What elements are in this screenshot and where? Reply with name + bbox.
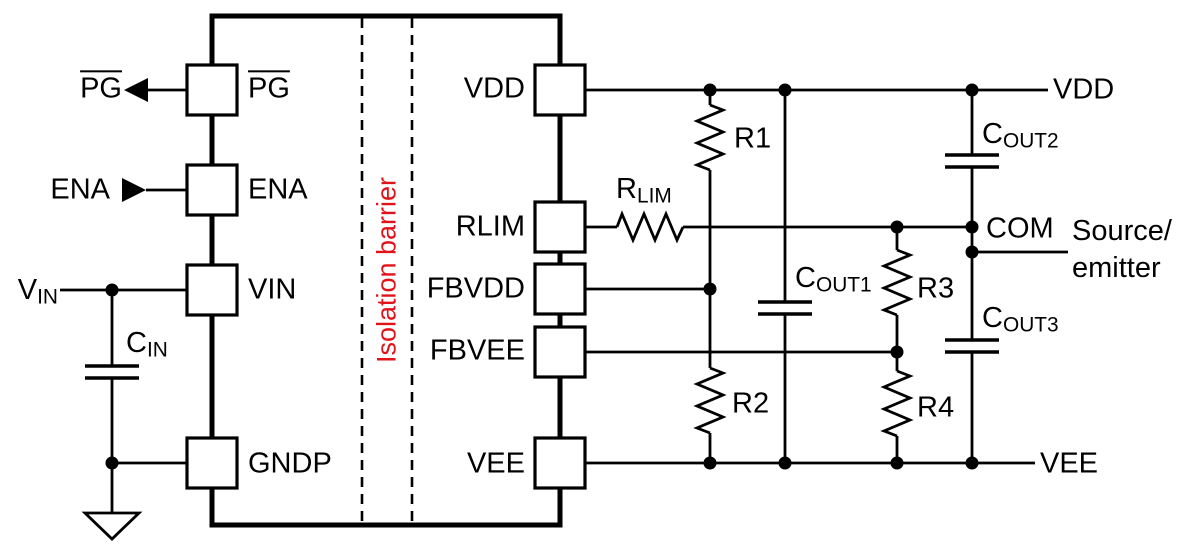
resistor-r3 [880, 248, 914, 317]
junction-dot [105, 283, 119, 297]
cin-label-sub: IN [146, 338, 168, 362]
pin-label-rlim: RLIM [455, 210, 525, 243]
junction-dot [965, 456, 979, 470]
pg-net-label: PG [80, 72, 122, 105]
source-emitter-line1: Source/ [1072, 215, 1172, 247]
primary-side-wiring [60, 88, 187, 513]
vin-net-label: VIN [18, 274, 58, 308]
junction-dots [105, 83, 979, 470]
cout3-label-base: C [982, 301, 1003, 334]
r4-label: R4 [917, 391, 955, 424]
r2-label: R2 [732, 387, 770, 420]
resistors [615, 103, 914, 438]
cout2-label-base: C [982, 117, 1003, 150]
r1-label: R1 [734, 122, 772, 155]
r3-label: R3 [917, 272, 955, 305]
ground-symbol [81, 511, 143, 541]
pin-label-fbvee: FBVEE [429, 334, 525, 367]
pin-box-vee [533, 436, 587, 490]
ena-net-label: ENA [50, 173, 110, 206]
junction-dot [703, 456, 717, 470]
cin-label-base: C [126, 326, 147, 359]
pg-output-arrow-icon [124, 78, 148, 102]
vdd-output-label: VDD [1053, 73, 1115, 106]
cout1-label: COUT1 [795, 262, 872, 296]
pin-label-fbvdd: FBVDD [426, 272, 525, 305]
capacitor-cin [85, 364, 139, 380]
pin-label-ena: ENA [248, 173, 308, 206]
isolation-barrier-label: Isolation barrier [371, 176, 402, 364]
junction-dot [890, 220, 904, 234]
rlim-label-base: R [616, 172, 637, 205]
cout3-label: COUT3 [982, 302, 1059, 336]
cout2-label: COUT2 [982, 118, 1059, 152]
source-emitter-line2: emitter [1072, 252, 1161, 284]
junction-dot [703, 83, 717, 97]
pin-label-vee: VEE [466, 447, 525, 480]
junction-dot [965, 245, 979, 259]
resistor-rlim [615, 210, 685, 244]
junction-dot [890, 456, 904, 470]
ic-body [209, 13, 563, 528]
junction-dot [965, 83, 979, 97]
junction-dot [778, 83, 792, 97]
cout3-label-sub: OUT3 [1002, 313, 1059, 337]
pin-box-fbvee [533, 325, 587, 379]
resistor-r2 [693, 366, 727, 435]
vee-output-label: VEE [1040, 447, 1099, 480]
pin-boxes [185, 63, 587, 490]
junction-dot [890, 345, 904, 359]
cin-label: CIN [126, 327, 168, 361]
rlim-label-sub: LIM [636, 184, 672, 208]
pin-label-gndp: GNDP [248, 447, 332, 480]
vin-net-label-base: V [17, 273, 38, 306]
pin-box-gndp [185, 436, 239, 490]
junction-dot [778, 456, 792, 470]
pin-box-pg [185, 63, 239, 117]
vin-net-label-sub: IN [37, 285, 58, 309]
com-output-label: COM [986, 212, 1054, 245]
pin-box-fbvdd [533, 262, 587, 316]
source-emitter-label: Source/ emitter [1072, 213, 1172, 287]
junction-dot [105, 456, 119, 470]
ic-outline [209, 13, 563, 528]
pin-label-pg: PG [248, 72, 290, 105]
pin-box-vdd [533, 63, 587, 117]
pin-box-ena [185, 163, 239, 217]
resistor-r1 [693, 103, 727, 172]
junction-dot [703, 282, 717, 296]
rlim-component-label: RLIM [616, 173, 672, 207]
pin-box-rlim [533, 200, 587, 254]
pin-box-vin [185, 263, 239, 317]
cout1-label-sub: OUT1 [815, 273, 872, 297]
cout2-label-sub: OUT2 [1002, 129, 1059, 153]
junction-dot [965, 220, 979, 234]
pin-label-vin: VIN [248, 273, 297, 306]
pin-label-vdd: VDD [463, 72, 525, 105]
ena-input-arrow-icon [122, 178, 146, 202]
cout1-label-base: C [795, 261, 816, 294]
resistor-r4 [880, 369, 914, 438]
output-capacitors [758, 153, 999, 354]
secondary-side-wiring [585, 88, 1068, 465]
